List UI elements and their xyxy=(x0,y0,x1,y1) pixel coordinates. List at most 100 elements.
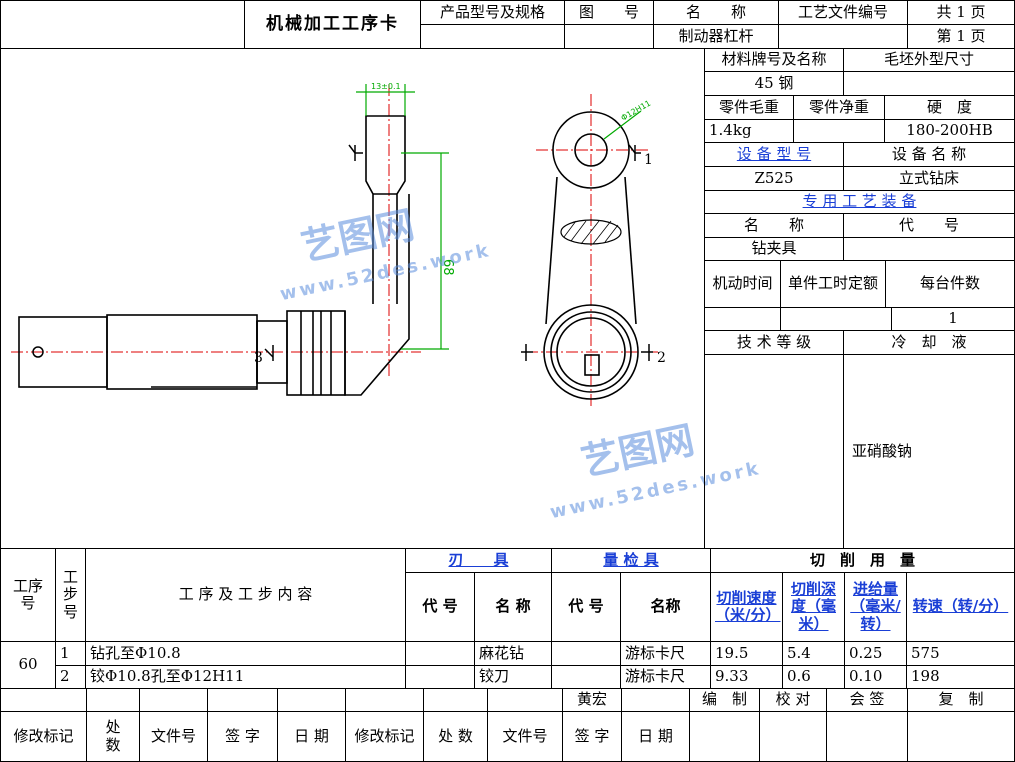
place-label-2: 处 数 xyxy=(423,711,488,762)
material-label: 材料牌号及名称 xyxy=(704,48,844,72)
drawing-no-label: 图 号 xyxy=(564,0,654,25)
table-row-1-content: 钻孔至Φ10.8 xyxy=(85,641,406,666)
fixture-code-label: 代 号 xyxy=(843,213,1015,238)
table-row-2-tool-code xyxy=(405,665,475,689)
drawing-no-value xyxy=(564,24,654,49)
locator-3: 3 xyxy=(254,350,263,366)
footer-blank-a xyxy=(0,688,87,712)
product-model-label: 产品型号及规格 xyxy=(420,0,565,25)
countersign-label: 会 签 xyxy=(826,688,908,712)
table-row-1-speed: 19.5 xyxy=(710,641,783,666)
place-label: 处数 xyxy=(86,711,140,762)
blank-size-value xyxy=(843,71,1015,96)
doc-no-label: 文件号 xyxy=(139,711,208,762)
mod-mark-label-2: 修改标记 xyxy=(345,711,424,762)
sign-label-2: 签 字 xyxy=(562,711,622,762)
product-model-value xyxy=(420,24,565,49)
machine-time-value xyxy=(704,307,781,331)
equipment-model-label: 设 备 型 号 xyxy=(704,142,844,167)
table-row-1-feed: 0.25 xyxy=(844,641,907,666)
locator-1: 1 xyxy=(644,152,653,168)
locator-2: 2 xyxy=(657,350,666,366)
gauge-name-label: 名称 xyxy=(620,572,711,642)
table-row-1-tool-code xyxy=(405,641,475,666)
footer-blank-b xyxy=(86,688,140,712)
footer-blank-f xyxy=(345,688,424,712)
footer-blank-h xyxy=(487,688,563,712)
name-label: 名 称 xyxy=(653,0,779,25)
table-row-1-tool: 麻花钻 xyxy=(474,641,552,666)
table-row-1-gauge-code xyxy=(551,641,621,666)
table-row-2-content: 铰Φ10.8孔至Φ12H11 xyxy=(85,665,406,689)
cutting-amount-label: 切 削 用 量 xyxy=(710,548,1015,573)
coolant-value: 亚硝酸钠 xyxy=(843,354,1015,549)
table-row-2-step: 2 xyxy=(55,665,86,689)
table-row-1-rpm: 575 xyxy=(906,641,1015,666)
table-row-1-depth: 5.4 xyxy=(782,641,845,666)
footer-blank-e xyxy=(277,688,346,712)
drawing-area: 13±0.1 68 3 xyxy=(0,48,705,549)
hardness-value: 180-200HB xyxy=(884,119,1015,143)
cutting-tool-label: 刃 具 xyxy=(405,548,552,573)
header-blank xyxy=(0,0,245,49)
compile-label: 编 制 xyxy=(689,688,760,712)
footer-blank-g xyxy=(423,688,488,712)
footer-blank-c xyxy=(139,688,208,712)
unit-time-value xyxy=(780,307,892,331)
unit-time-label: 单件工时定额 xyxy=(780,260,886,308)
equipment-name-value: 立式钻床 xyxy=(843,166,1015,191)
step-no-label: 工步号 xyxy=(55,548,86,642)
countersign-value xyxy=(826,711,908,762)
op-no-label: 工序号 xyxy=(0,548,56,642)
coolant-label: 冷 却 液 xyxy=(843,330,1015,355)
speed-label: 切削速度（米/分） xyxy=(710,572,783,642)
content-label: 工 序 及 工 步 内 容 xyxy=(85,548,406,642)
check-label: 校 对 xyxy=(759,688,827,712)
blank-size-label: 毛坯外型尺寸 xyxy=(843,48,1015,72)
pieces-value: 1 xyxy=(891,307,1015,331)
footer-blank-d xyxy=(207,688,278,712)
compile-value xyxy=(689,711,760,762)
fixture-code-value xyxy=(843,237,1015,261)
copy-value xyxy=(907,711,1015,762)
doc-no-label-2: 文件号 xyxy=(487,711,563,762)
hardness-label: 硬 度 xyxy=(884,95,1015,120)
process-doc-value xyxy=(778,24,908,49)
depth-label: 切削深度（毫米） xyxy=(782,572,845,642)
lever-outline xyxy=(543,111,639,400)
fixture-name-label: 名 称 xyxy=(704,213,844,238)
check-value xyxy=(759,711,827,762)
signer-name: 黄宏 xyxy=(562,688,622,712)
table-row-2-speed: 9.33 xyxy=(710,665,783,689)
rpm-label: 转速（转/分） xyxy=(906,572,1015,642)
tool-name-label: 名 称 xyxy=(474,572,552,642)
table-row-1-gauge: 游标卡尺 xyxy=(620,641,711,666)
gauge-label: 量 检 具 xyxy=(551,548,711,573)
fixture-name-value: 钻夹具 xyxy=(704,237,844,261)
table-row-2-rpm: 198 xyxy=(906,665,1015,689)
gauge-code-label: 代 号 xyxy=(551,572,621,642)
table-row-2-tool: 铰刀 xyxy=(474,665,552,689)
dim-top-text: 13±0.1 xyxy=(371,82,401,91)
page-no: 第 1 页 xyxy=(907,24,1015,49)
footer-blank-i xyxy=(621,688,690,712)
part-drawing: 13±0.1 68 3 xyxy=(11,82,666,409)
equipment-name-label: 设 备 名 称 xyxy=(843,142,1015,167)
feed-label: 进给量（毫米/转） xyxy=(844,572,907,642)
skill-label: 技 术 等 级 xyxy=(704,330,844,355)
net-weight-label: 零件净重 xyxy=(793,95,885,120)
table-row-1-step: 1 xyxy=(55,641,86,666)
part-name: 制动器杠杆 xyxy=(653,24,779,49)
fixture-label: 专 用 工 艺 装 备 xyxy=(704,190,1015,214)
date-label: 日 期 xyxy=(277,711,346,762)
skill-value xyxy=(704,354,844,549)
total-pages: 共 1 页 xyxy=(907,0,1015,25)
machine-time-label: 机动时间 xyxy=(704,260,781,308)
date-label-2: 日 期 xyxy=(621,711,690,762)
table-row-2-depth: 0.6 xyxy=(782,665,845,689)
process-doc-label: 工艺文件编号 xyxy=(778,0,908,25)
op-no-value: 60 xyxy=(0,641,56,689)
tool-code-label: 代 号 xyxy=(405,572,475,642)
equipment-model-value: Z525 xyxy=(704,166,844,191)
dim-hole-text: Φ12H11 xyxy=(620,99,653,123)
